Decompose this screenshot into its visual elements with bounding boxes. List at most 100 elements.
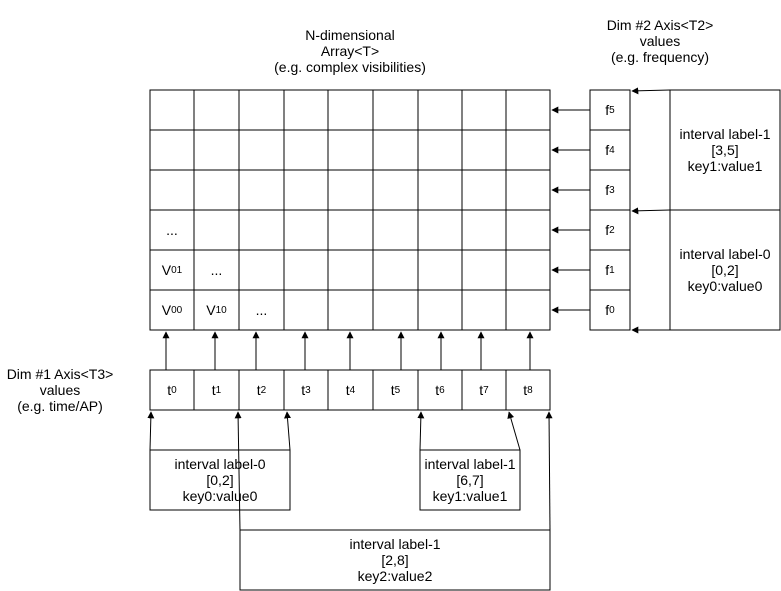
array-title-line-2: Array<T> [320,43,380,59]
dim2-value-subscript: 0 [609,304,615,316]
dim1-interval-arrow [417,411,425,451]
array-cell-text: ... [210,262,223,278]
dim1-value-base: t [301,382,306,398]
dim1-interval-c-line-2: [2,8] [381,552,409,568]
dim1-value-base: t [523,382,528,398]
array-cell: ... [150,210,194,250]
array-cell-base: V [161,302,172,318]
dim2-title: Dim #2 Axis<T2> values (e.g. frequency) [580,17,740,65]
dim1-interval-a-line-2: [0,2] [206,472,234,488]
dim1-interval-b-line-1: interval label-1 [424,456,516,472]
dim1-value-subscript: 0 [171,384,177,396]
dim1-interval-arrow [507,411,521,451]
dim2-value-base: f [605,302,610,318]
dim1-interval-box-b [419,449,521,511]
dim1-interval-c-line-1: interval label-1 [349,536,441,552]
array-cell-text: ... [166,222,178,238]
dim1-value-subscript: 1 [215,384,222,396]
array-cell-text: ... [255,302,268,318]
dim2-title-line-2: values [639,33,681,49]
array-title-line-3: (e.g. complex visibilities) [274,59,426,75]
dim1-interval-a: interval label-0[0,2]key0:value0 [150,450,290,510]
dim2-interval-upper-line-1: interval label-1 [679,126,771,142]
dim1-value-base: t [479,382,484,398]
dim2-value-base: f [605,222,610,238]
dim1-interval-arrow [234,411,242,531]
array-cell-subscript: 01 [171,264,183,276]
dim1-title-line-3: (e.g. time/AP) [17,398,103,414]
array-cell: ... [194,250,239,290]
dim1-value-subscript: 3 [305,384,311,396]
dim2-value-base: f [605,142,610,158]
dim1-interval-box-c [239,529,551,591]
dim2-interval-arrow [631,87,671,95]
dim1-interval-a-line-1: interval label-0 [174,456,266,472]
dim1-value-base: t [390,382,395,398]
dim2-interval-upper-line-3: key1:value1 [687,158,763,174]
dim1-title: Dim #1 Axis<T3> values (e.g. time/AP) [0,366,120,414]
dim1-value-base: t [256,382,261,398]
dim1-value-subscript: 8 [527,384,533,396]
dim2-interval-arrow [631,207,671,215]
dim1-value-base: t [211,382,216,398]
array-cell-base: V [206,302,216,318]
dim2-value-subscript: 1 [609,264,615,276]
dim2-value-base: f [605,102,610,118]
dim1-value-subscript: 6 [439,384,445,396]
dim1-interval-c: interval label-1[2,8]key2:value2 [240,530,550,590]
dim2-title-line-3: (e.g. frequency) [610,49,710,65]
dim2-interval-lower-line-1: interval label-0 [679,246,771,262]
array-cell-subscript: 00 [171,304,183,316]
dim1-value-subscript: 7 [483,384,489,396]
array-cell: ... [239,290,284,330]
array-cell-subscript: 10 [215,304,227,316]
dim1-interval-b-line-2: [6,7] [456,472,484,488]
dim2-title-line-1: Dim #2 Axis<T2> [606,17,714,33]
dim2-value-base: f [605,262,610,278]
dim2-interval-upper: interval label-1[3,5]key1:value1 [670,90,780,210]
dim2-interval-lower-line-3: key0:value0 [687,278,763,294]
dim1-value-subscript: 5 [394,384,401,396]
dim1-interval-box-a [149,449,291,511]
dim2-interval-upper-line-2: [3,5] [711,142,739,158]
dim2-value-subscript: 3 [609,184,615,196]
dim1-interval-arrow [284,411,291,451]
dim1-value-base: t [167,382,172,398]
dim2-value-subscript: 2 [609,224,615,236]
dim2-value-subscript: 5 [609,104,615,116]
dim1-interval-b-line-3: key1:value1 [432,488,508,504]
dim1-interval-b: interval label-1[6,7]key1:value1 [420,450,520,510]
array-title-line-1: N-dimensional [305,27,395,43]
dim1-interval-arrow [545,411,553,531]
array-title: N-dimensional Array<T> (e.g. complex vis… [230,27,470,75]
dim2-value-subscript: 4 [609,144,615,156]
dim1-interval-c-line-3: key2:value2 [357,568,433,584]
dim2-interval-lower: interval label-0[0,2]key0:value0 [670,210,780,330]
dim2-interval-lower-line-2: [0,2] [711,262,739,278]
dim1-value-base: t [435,382,440,398]
dim1-value-subscript: 2 [260,384,267,396]
dim1-value-subscript: 4 [349,384,356,396]
dim1-value-base: t [345,382,350,398]
dim2-value-base: f [605,182,610,198]
dim1-title-line-1: Dim #1 Axis<T3> [6,366,114,382]
dim1-title-line-2: values [39,382,81,398]
